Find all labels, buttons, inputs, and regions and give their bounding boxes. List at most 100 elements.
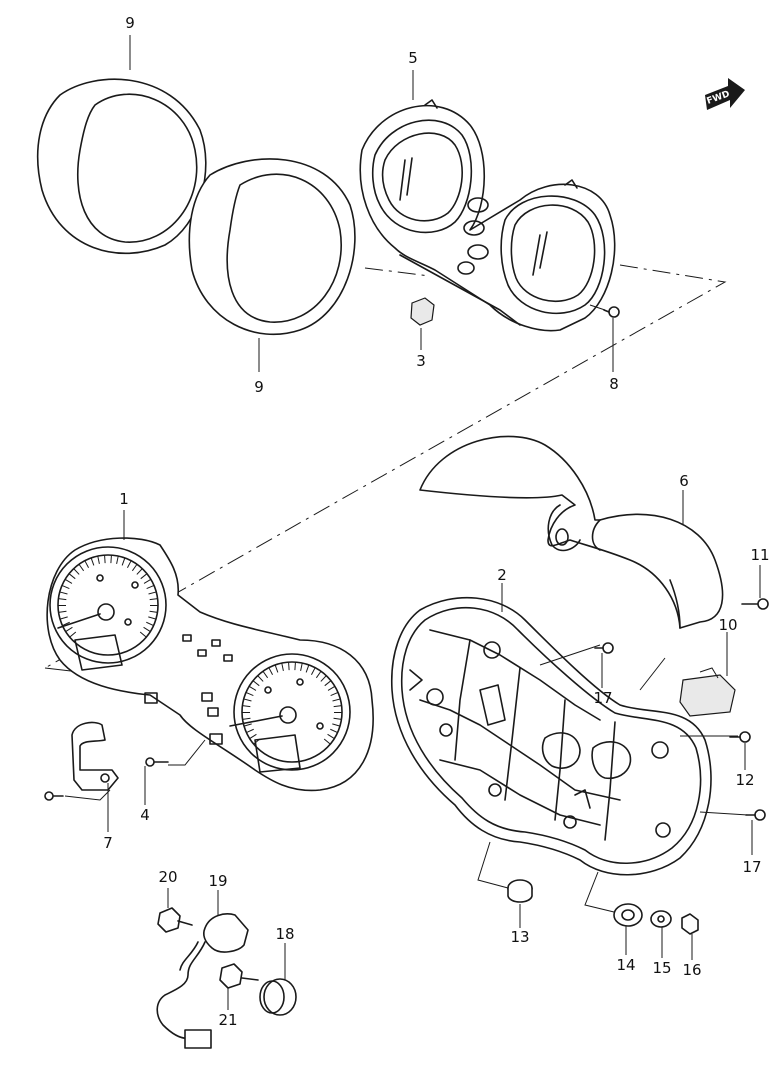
bezel-ring-part-9-upper	[36, 78, 207, 255]
gauge-tick	[68, 573, 76, 580]
gauge-tick	[148, 616, 157, 620]
gauge-tick	[268, 667, 274, 676]
gauge-tick	[252, 680, 260, 687]
gauge-tick	[58, 610, 67, 613]
callout-8: 8	[609, 375, 619, 393]
gauge-tick	[149, 598, 158, 601]
socket-harness-part-19	[156, 913, 249, 1049]
screw-part-17-lower	[745, 809, 766, 821]
gauge-tick	[90, 557, 95, 566]
callout-10: 10	[718, 616, 737, 634]
gauge-tick	[116, 555, 119, 564]
gauge-tick	[257, 675, 264, 682]
gauge-tick	[59, 591, 68, 595]
meter-lower-case-part-2	[390, 596, 749, 876]
gauge-tick	[300, 662, 303, 671]
grommet-part-13	[477, 841, 533, 903]
gauge-tick	[305, 664, 310, 673]
gauge-tick	[315, 670, 322, 679]
gauge-tick	[330, 728, 338, 733]
callout-11: 11	[750, 546, 769, 564]
gauge-tick	[242, 705, 251, 708]
callout-14: 14	[616, 956, 635, 974]
callout-labels: 9 5 3 9 8 1 6 11 2 10 17 12 4 7 17 20 19…	[103, 14, 769, 1029]
gauge-tick	[274, 664, 279, 673]
callout-leader-lines	[107, 35, 761, 1010]
gauge-tick	[332, 698, 341, 702]
gauge-tick	[69, 631, 77, 638]
gauge-tick	[140, 573, 148, 580]
callout-17-upper: 17	[593, 689, 612, 707]
gauge-tick	[288, 662, 290, 671]
gauge-tick	[281, 662, 284, 671]
callout-7: 7	[103, 834, 113, 852]
gauge-tick	[143, 626, 151, 633]
tachometer-ticks	[57, 555, 159, 638]
gauge-tick	[320, 675, 327, 682]
gauge-tick	[294, 662, 296, 671]
gauge-tick	[248, 685, 257, 691]
callout-16: 16	[682, 961, 701, 979]
cushion-part-3	[410, 297, 435, 326]
callout-4: 4	[140, 806, 150, 824]
gauge-tick	[62, 621, 70, 626]
meter-rear-cover-part-6	[419, 435, 724, 629]
gauge-tick	[97, 555, 100, 564]
gauge-tick	[149, 610, 158, 613]
gauge-tick	[245, 691, 254, 697]
cushion-part-14	[584, 871, 643, 927]
gauge-tick	[58, 598, 67, 601]
gauge-tick	[333, 705, 342, 708]
harness-bracket-part-7	[44, 721, 119, 801]
callout-3: 3	[416, 352, 426, 370]
callout-9-lower: 9	[254, 378, 264, 396]
gauge-tick	[143, 578, 152, 584]
screw-part-12	[729, 731, 751, 743]
speedometer-ticks	[241, 662, 343, 745]
callout-12: 12	[735, 771, 754, 789]
callout-21: 21	[218, 1011, 237, 1029]
callout-15: 15	[652, 959, 671, 977]
gauge-tick	[146, 584, 155, 590]
gauge-tick	[78, 563, 85, 572]
gauge-tick	[136, 568, 143, 575]
gauge-tick	[139, 631, 147, 638]
gauge-tick	[59, 616, 68, 620]
callout-1: 1	[119, 490, 129, 508]
callout-2: 2	[497, 566, 507, 584]
bulb-socket-part-18	[259, 978, 297, 1016]
gauge-tick	[262, 670, 269, 679]
gauge-tick	[327, 733, 335, 740]
bezel-ring-part-9-lower	[188, 158, 356, 335]
screw-part-4	[145, 739, 206, 767]
screw-part-11	[741, 598, 769, 610]
gauge-tick	[146, 621, 154, 626]
gauge-tick	[65, 626, 73, 633]
callout-20: 20	[158, 868, 177, 886]
washer-part-15	[650, 910, 672, 928]
gauge-tick	[104, 555, 106, 564]
gauge-tick	[310, 667, 316, 676]
callout-18: 18	[275, 925, 294, 943]
label-pad-part-10	[679, 667, 736, 717]
gauge-tick	[249, 733, 257, 740]
callout-13: 13	[510, 928, 529, 946]
screw-part-21	[219, 963, 259, 989]
gauge-tick	[110, 555, 112, 564]
gauge-tick	[131, 563, 138, 572]
gauge-tick	[333, 717, 342, 720]
screw-part-17-upper	[594, 642, 614, 654]
gauge-tick	[246, 728, 254, 733]
callout-17-lower: 17	[742, 858, 761, 876]
meter-upper-case-part-5	[359, 99, 616, 332]
gauge-tick	[330, 691, 339, 697]
gauge-tick	[323, 738, 331, 745]
gauge-tick	[84, 560, 90, 569]
callout-6: 6	[679, 472, 689, 490]
callout-9-upper: 9	[125, 14, 135, 32]
gauge-tick	[126, 560, 132, 569]
callout-5: 5	[408, 49, 418, 67]
gauge-tick	[243, 723, 252, 727]
gauge-tick	[253, 738, 261, 745]
